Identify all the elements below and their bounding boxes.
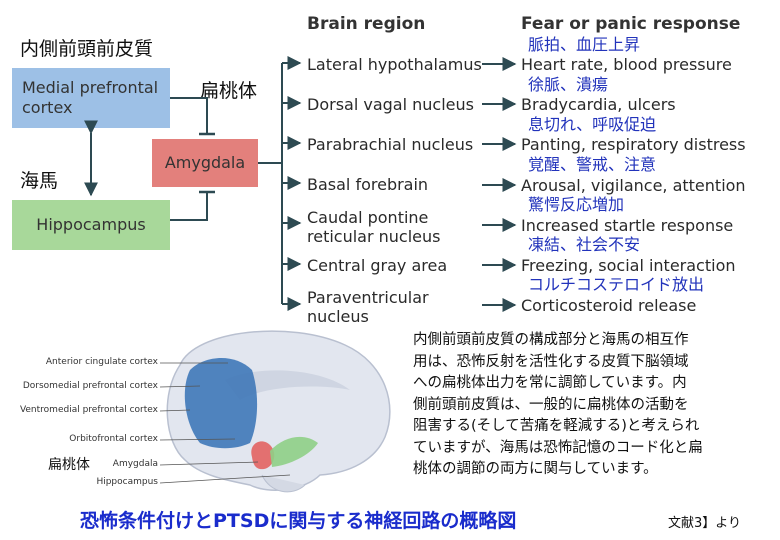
hippocampus-box: Hippocampus (12, 200, 170, 250)
brain-region-label: Parabrachial nucleus (307, 135, 474, 154)
paragraph-line: への扁桃体出力を常に調節しています。内 (413, 375, 687, 391)
fear-response-label: Freezing, social interaction (521, 256, 736, 275)
mpfc-jp-label: 内側前頭前皮質 (20, 38, 154, 60)
mpfc-to-amygdala-line (170, 97, 208, 133)
hippocampus-shape (270, 436, 318, 467)
brain-structure-label: Ventromedial prefrontal cortex (19, 405, 158, 415)
fear-response-jp-label: 徐脈、潰瘍 (528, 75, 609, 94)
brain-structure-label: Anterior cingulate cortex (45, 357, 158, 367)
brain-amygdala-jp-label: 扁桃体 (48, 457, 90, 473)
fear-response-label: Bradycardia, ulcers (521, 95, 676, 114)
mpfc-box: Medial prefrontal cortex (12, 68, 170, 128)
brain-region-label: Dorsal vagal nucleus (307, 95, 474, 114)
brain-region-label: Caudal pontine reticular nucleus (307, 208, 441, 246)
brain-illustration (159, 330, 391, 493)
brain-region-label: Lateral hypothalamus (307, 55, 482, 74)
paragraph-line: 側前頭前皮質は、一般的に扁桃体の活動を (413, 396, 689, 413)
brain-region-label: Central gray area (307, 256, 448, 275)
brain-structure-label: Amygdala (112, 459, 158, 469)
leader-line (159, 461, 259, 466)
brain-region-header: Brain region (307, 14, 426, 34)
paragraph-line: ていますが、海馬は恐怖記憶のコード化と扁 (413, 439, 703, 456)
fear-response-label: Arousal, vigilance, attention (521, 176, 746, 195)
leader-line (159, 474, 291, 484)
brain-structure-label: Hippocampus (96, 477, 158, 487)
paragraph-line: 用は、恐怖反射を活性化する皮質下脳領域 (413, 353, 689, 370)
fear-response-jp-label: 凍結、社会不安 (528, 235, 641, 254)
amygdala-box-label: Amygdala (164, 153, 246, 172)
amygdala-box: Amygdala (152, 139, 258, 187)
paragraph-line: 桃体の調節の両方に関与しています。 (413, 461, 658, 477)
leader-line (159, 438, 236, 441)
hippocampus-box-label: Hippocampus (36, 215, 146, 234)
hippocampus-to-amygdala-line (170, 193, 208, 221)
brain-structure-label: Dorsomedial prefrontal cortex (22, 381, 158, 391)
fear-response-label: Increased startle response (521, 216, 734, 235)
brain-structure-label: Orbitofrontal cortex (69, 434, 158, 444)
paragraph-line: 内側前頭前皮質の構成部分と海馬の相互作 (413, 332, 689, 348)
fear-response-jp-label: 覚醒、警戒、注意 (528, 155, 657, 174)
figure-caption: 恐怖条件付けとPTSDに関与する神経回路の概略図 (80, 510, 517, 532)
brain-region-label: Paraventricular nucleus (307, 288, 429, 326)
fear-response-label: Panting, respiratory distress (521, 135, 746, 154)
fear-response-header: Fear or panic response (521, 14, 741, 34)
reference-note: 文献3】より (668, 516, 742, 531)
fear-response-jp-label: 驚愕反応増加 (528, 195, 625, 214)
prefrontal-region (184, 357, 258, 449)
fear-response-label: Corticosteroid release (521, 296, 697, 315)
fear-response-label: Heart rate, blood pressure (521, 55, 732, 74)
fear-response-jp-label: 脈拍、血圧上昇 (528, 35, 641, 54)
amygdala-jp-label: 扁桃体 (200, 80, 258, 102)
brainstem (261, 474, 306, 493)
leader-line (159, 409, 191, 412)
brain-region-label: Basal forebrain (307, 175, 429, 194)
leader-line (159, 385, 201, 388)
hippocampus-jp-label: 海馬 (20, 170, 59, 192)
fear-response-jp-label: コルチコステロイド放出 (528, 275, 705, 294)
mpfc-box-label: Medial prefrontal cortex (22, 78, 159, 117)
explanation-paragraph: 内側前頭前皮質の構成部分と海馬の相互作用は、恐怖反射を活性化する皮質下脳領域への… (413, 330, 775, 481)
fear-response-jp-label: 息切れ、呼吸促迫 (528, 115, 657, 134)
paragraph-line: 阻害する(そして苦痛を軽減する)と考えられ (413, 418, 700, 434)
